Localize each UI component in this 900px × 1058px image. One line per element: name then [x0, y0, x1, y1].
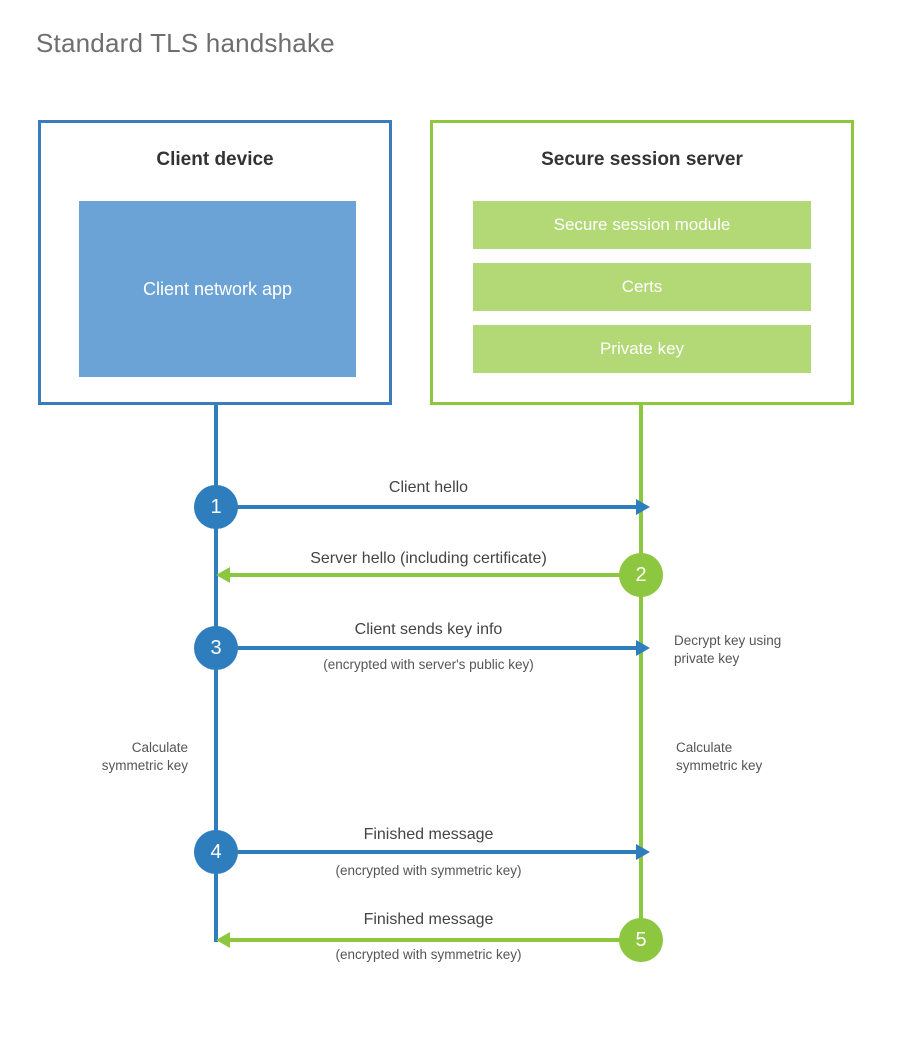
client-device-title: Client device [156, 149, 274, 170]
step-3-sublabel: (encrypted with server's public key) [323, 657, 534, 672]
server-lifeline [639, 405, 643, 942]
step-3-number[interactable]: 3 [194, 626, 238, 670]
step-2-number[interactable]: 2 [619, 553, 663, 597]
arrowhead-right-icon [636, 640, 650, 656]
step-5-number[interactable]: 5 [619, 918, 663, 962]
annotation-calc-server-line1: Calculate [676, 740, 733, 755]
step-4-sublabel: (encrypted with symmetric key) [335, 863, 522, 878]
step-4-number[interactable]: 4 [194, 830, 238, 874]
secure-session-server-box: Secure session server Secure session mod… [430, 120, 854, 405]
component-client-network-app: Client network app [79, 201, 356, 377]
annotation-calc-client-line2: symmetric key [101, 758, 188, 774]
annotation-decrypt-key: Decrypt key using private key [674, 632, 844, 668]
arrowhead-right-icon [636, 499, 650, 515]
component-private-key: Private key [473, 325, 811, 373]
step-1-label: Client hello [388, 479, 469, 496]
step-1-number[interactable]: 1 [194, 485, 238, 529]
step-2-arrow [216, 567, 639, 583]
step-5-sublabel: (encrypted with symmetric key) [335, 947, 522, 962]
step-2-label: Server hello (including certificate) [310, 550, 547, 567]
client-lifeline [214, 405, 218, 942]
secure-session-server-title: Secure session server [541, 149, 743, 170]
annotation-decrypt-key-line1: Decrypt key using [674, 633, 782, 648]
annotation-calc-server-line2: symmetric key [676, 758, 763, 774]
step-3-label: Client sends key info [354, 621, 503, 638]
arrowhead-left-icon [216, 932, 230, 948]
annotation-decrypt-key-line2: private key [674, 651, 740, 667]
annotation-calculate-symmetric-key-server: Calculate symmetric key [676, 739, 836, 775]
annotation-calculate-symmetric-key-client: Calculate symmetric key [48, 739, 188, 775]
step-1-arrow [218, 499, 650, 515]
annotation-calc-client-line1: Calculate [131, 740, 188, 755]
component-certs: Certs [473, 263, 811, 311]
arrowhead-right-icon [636, 844, 650, 860]
step-4-arrow [230, 844, 650, 860]
step-5-label: Finished message [363, 911, 494, 928]
step-3-arrow [230, 640, 650, 656]
page-title: Standard TLS handshake [36, 28, 335, 58]
step-5-arrow [216, 932, 639, 948]
arrowhead-left-icon [216, 567, 230, 583]
component-secure-session-module: Secure session module [473, 201, 811, 249]
step-4-label: Finished message [363, 826, 494, 843]
client-device-box: Client device Client network app [38, 120, 392, 405]
